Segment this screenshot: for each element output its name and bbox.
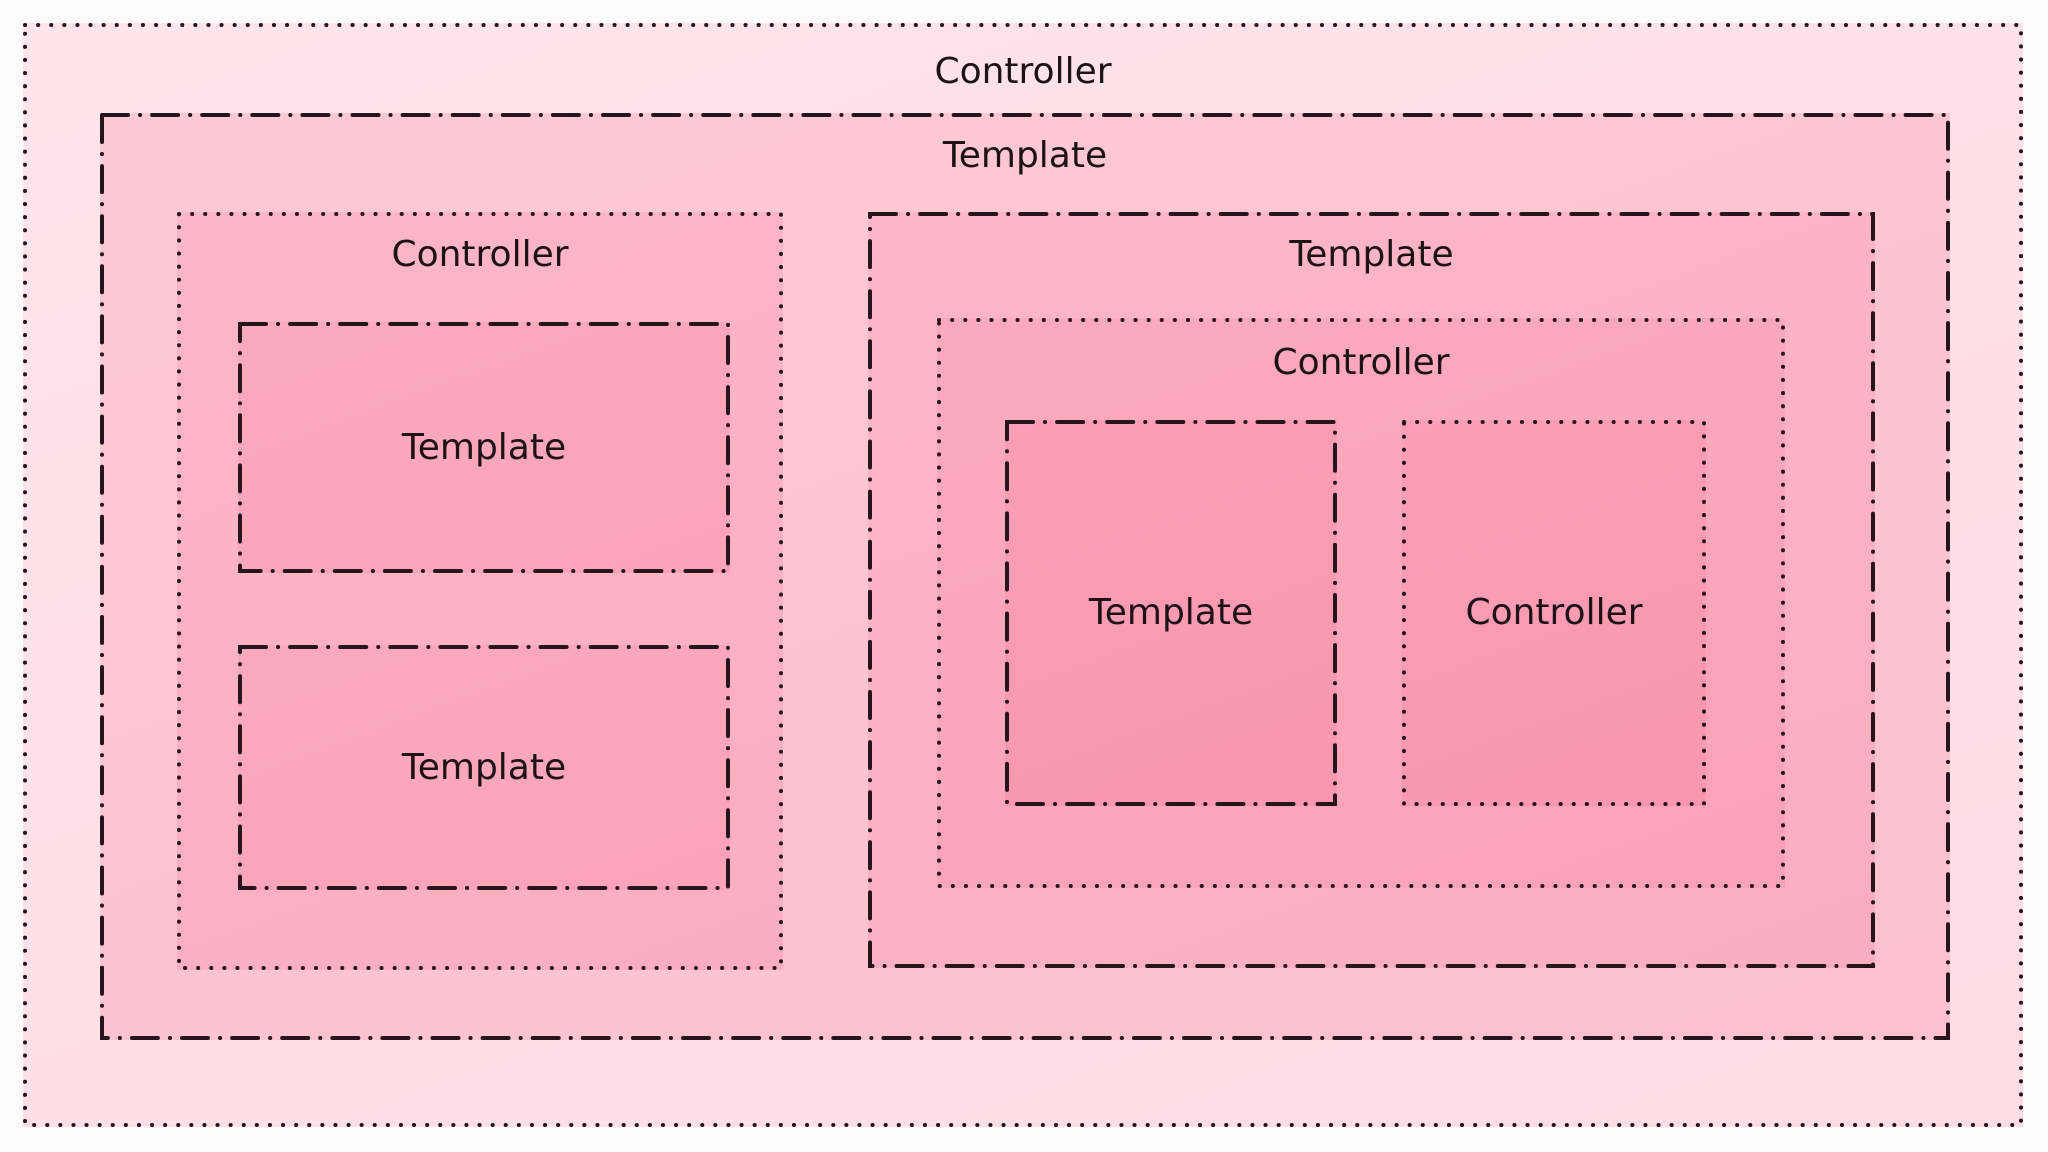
inner-controller-label: Controller <box>1465 592 1643 634</box>
right-template-label: Template <box>1289 234 1454 275</box>
right-controller-box: Controller Template Controller <box>937 318 1785 888</box>
left-template-top-box: Template <box>238 322 730 573</box>
main-template-box: Template Controller Template <box>100 113 1950 1040</box>
inner-template-label: Template <box>1088 592 1254 634</box>
main-template-label: Template <box>942 135 1108 176</box>
right-template-box: Template Controller Template <box>868 212 1875 968</box>
inner-controller-box: Controller <box>1402 420 1706 806</box>
left-controller-label: Controller <box>391 234 569 275</box>
left-controller-box: Controller Template Template <box>177 212 783 970</box>
left-template-top-label: Template <box>401 426 567 468</box>
left-template-bottom-label: Template <box>401 746 567 788</box>
left-template-bottom-box: Template <box>238 645 730 890</box>
outer-controller-label: Controller <box>934 51 1112 92</box>
inner-template-box: Template <box>1005 420 1337 806</box>
right-controller-label: Controller <box>1272 342 1450 383</box>
outer-controller-box: Controller Template Controller Template <box>23 23 2023 1127</box>
